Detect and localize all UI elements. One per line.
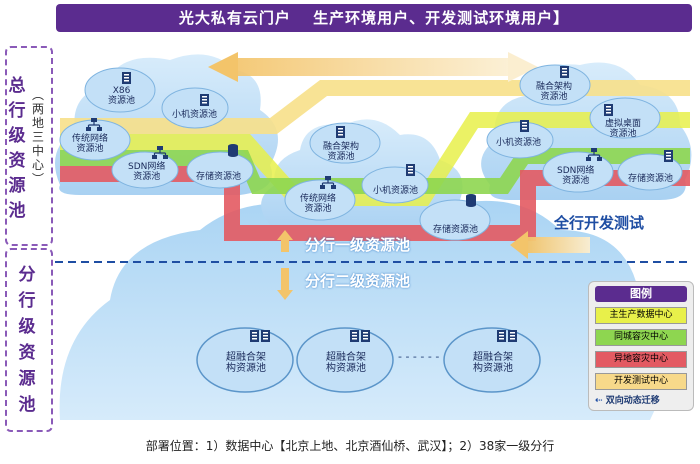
pool-storage-label: 存储资源池 — [628, 174, 674, 184]
branch-title-char: 分 — [18, 265, 36, 285]
legend-item-remote-dr: 异地容灾中心 — [595, 351, 687, 368]
branch-tier1-label: 分行一级资源池 — [305, 236, 411, 254]
hq-sub-char: 两 — [31, 102, 44, 116]
double-arrow-icon: ⇠ — [595, 396, 603, 406]
pool-converged-label: 融合架构 资源池 — [536, 82, 573, 102]
migration-arrow-top — [208, 52, 538, 82]
legend-title: 图例 — [595, 286, 687, 302]
hq-sub-char: ︵ — [31, 88, 44, 102]
branch-title-char: 行 — [18, 291, 36, 311]
portal-title: 光大私有云门户 生产环境用户、开发测试环境用户】 — [56, 4, 692, 32]
branch-title-char: 源 — [18, 369, 36, 389]
hq-pool-title: 总 行 级 资 源 池 — [7, 74, 27, 224]
pool-minicomputer-label: 小机资源池 — [373, 186, 419, 196]
band-main-production — [60, 112, 690, 206]
legend-item-same-city-dr: 同城容灾中心 — [595, 329, 687, 346]
pool-traditional-net-label: 传统网络 资源池 — [300, 194, 337, 214]
pool-cloud — [486, 64, 683, 193]
branch-pool-cloud — [196, 327, 541, 393]
hq-sub-char: 心 — [31, 158, 44, 172]
legend-item-main-production: 主生产数据中心 — [595, 307, 687, 324]
pool-sdn-label: SDN网络 资源池 — [128, 162, 166, 182]
branch-title-char: 资 — [18, 343, 36, 363]
hq-sub-char: 三 — [31, 130, 44, 144]
hq-title-char: 资 — [8, 151, 26, 171]
branch-pool-label: 超融合架 构资源池 — [326, 352, 366, 374]
hq-title-char: 池 — [8, 201, 26, 221]
branch-tier2-label: 分行二级资源池 — [305, 272, 411, 290]
hq-title-char: 级 — [8, 126, 26, 146]
pool-sdn-label: SDN网络 资源池 — [557, 166, 595, 186]
legend-item-dev-test: 开发测试中心 — [595, 373, 687, 390]
vertical-arrow-top — [277, 230, 293, 252]
branch-title-char: 池 — [18, 395, 36, 415]
pool-traditional-net-label: 传统网络 资源池 — [72, 134, 109, 154]
hq-pool-label-box — [5, 46, 53, 246]
pool-storage-label: 存储资源池 — [433, 225, 479, 235]
band-remote-dr — [60, 166, 690, 241]
hq-sub-char: ︶ — [31, 172, 44, 186]
hq-pool-subtitle: ︵ 两 地 三 中 心 ︶ — [29, 88, 47, 186]
branch-pool-label-box — [5, 248, 53, 432]
pool-minicomputer-label: 小机资源池 — [172, 110, 218, 120]
pool-virtual-desktop-label: 虚拟桌面 资源池 — [605, 119, 642, 139]
hq-sub-char: 中 — [31, 144, 44, 158]
hq-title-char: 源 — [8, 176, 26, 196]
hq-title-char: 行 — [8, 101, 26, 121]
hq-title-char: 总 — [8, 76, 26, 96]
deployment-location: 部署位置：1）数据中心【北京上地、北京酒仙桥、武汉】；2）38家一级分行 — [145, 439, 555, 453]
pool-minicomputer-label: 小机资源池 — [496, 138, 542, 148]
hq-sub-char: 地 — [31, 116, 44, 130]
branch-pool-title: 分 行 级 资 源 池 — [17, 262, 37, 418]
legend-migration-label: 双向动态迁移 — [605, 396, 660, 406]
branch-title-char: 级 — [18, 317, 36, 337]
pool-cloud — [284, 122, 491, 241]
branch-pool-label: 超融合架 构资源池 — [226, 352, 266, 374]
pool-converged-label: 融合架构 资源池 — [323, 142, 360, 162]
pool-x86-label: X86 资源池 — [108, 86, 136, 106]
legend-migration: ⇠ 双向动态迁移 — [595, 395, 687, 407]
vertical-arrow-bottom — [277, 268, 293, 300]
branch-ellipsis: - - - - - - — [398, 350, 440, 363]
legend: 图例 主生产数据中心 同城容灾中心 异地容灾中心 开发测试中心 ⇠ 双向动态迁移 — [588, 281, 694, 411]
full-test-label: 全行开发测试 — [554, 214, 645, 232]
pool-cloud — [59, 67, 254, 189]
full-test-arrow — [510, 231, 590, 259]
branch-pool-label: 超融合架 构资源池 — [473, 352, 513, 374]
pool-storage-label: 存储资源池 — [196, 172, 242, 182]
